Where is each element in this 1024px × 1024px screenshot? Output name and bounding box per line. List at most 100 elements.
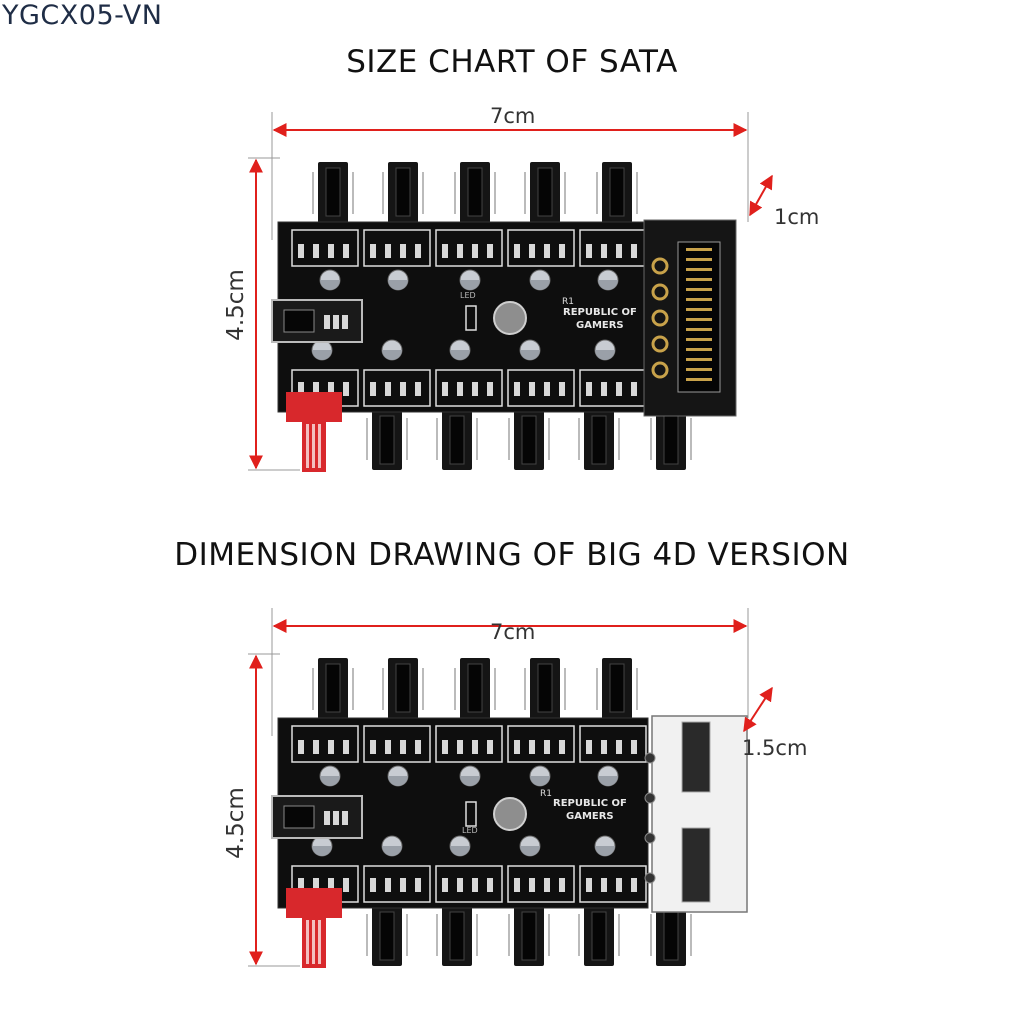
height-label-4d: 4.5cm: [222, 787, 249, 859]
header-outline: [291, 229, 359, 267]
header-pin: [457, 878, 463, 892]
sata-contact: [686, 338, 712, 341]
header-pin: [415, 382, 421, 396]
via-pad: [651, 257, 669, 275]
header-pin: [601, 740, 607, 754]
sata-contact: [686, 278, 712, 281]
header-pin: [631, 740, 637, 754]
header-pin: [385, 740, 391, 754]
fan-header-slot: [537, 663, 553, 713]
header-pin: [514, 244, 520, 258]
capacitor-shade: [450, 846, 470, 856]
header-pin: [529, 878, 535, 892]
header-outline: [579, 865, 647, 903]
sata-contact: [686, 298, 712, 301]
fan-header-slot: [537, 167, 553, 217]
header-pin: [529, 740, 535, 754]
depth-arrow-sata: [749, 174, 773, 217]
header-pin: [333, 315, 339, 329]
silkscreen-led-4d: LED: [462, 826, 478, 835]
header-pin: [544, 878, 550, 892]
header-pin: [616, 382, 622, 396]
header-pin: [370, 740, 376, 754]
via-pad: [644, 792, 656, 804]
header-pin: [328, 382, 334, 396]
header-pin: [559, 382, 565, 396]
header-pin: [529, 382, 535, 396]
fan-header-slot: [591, 415, 607, 465]
header-pin: [487, 878, 493, 892]
fan-header-slot: [395, 663, 411, 713]
header-outline: [507, 369, 575, 407]
sata-contact: [686, 358, 712, 361]
silkscreen-brand1-sata: REPUBLIC OF: [563, 307, 637, 318]
header-outline: [507, 725, 575, 763]
header-outline: [363, 865, 431, 903]
fan-header-slot: [609, 663, 625, 713]
sata-contact: [686, 368, 712, 371]
header-pin: [370, 382, 376, 396]
header-pin: [487, 244, 493, 258]
header-pin: [529, 244, 535, 258]
fan-header-slot: [325, 663, 341, 713]
header-outline: [363, 725, 431, 763]
capacitor-shade: [312, 350, 332, 360]
silkscreen-r1-sata: R1: [562, 297, 574, 307]
diagram-title-sata: SIZE CHART OF SATA: [346, 44, 678, 80]
header-pin: [442, 740, 448, 754]
led-pad-4d: [493, 797, 527, 831]
header-pin: [385, 244, 391, 258]
header-pin: [328, 740, 334, 754]
header-pin: [343, 382, 349, 396]
red-connector-pin: [318, 424, 321, 468]
fan-header-slot: [467, 663, 483, 713]
capacitor-shade: [460, 280, 480, 290]
fan-header-slot: [449, 911, 465, 961]
diagram-title-4d: DIMENSION DRAWING OF BIG 4D VERSION: [174, 537, 850, 573]
header-pin: [313, 244, 319, 258]
capacitor-shade: [595, 846, 615, 856]
header-pin: [313, 878, 319, 892]
header-pin: [586, 740, 592, 754]
header-pin: [343, 244, 349, 258]
header-pin: [313, 740, 319, 754]
led-pad-sata: [493, 301, 527, 335]
red-connector-sata: [286, 392, 342, 422]
header-pin: [559, 244, 565, 258]
led-marker: [465, 305, 477, 331]
capacitor-shade: [382, 350, 402, 360]
header-pin: [616, 244, 622, 258]
header-pin: [442, 878, 448, 892]
header-pin: [514, 382, 520, 396]
header-pin: [400, 382, 406, 396]
header-pin: [342, 811, 348, 825]
header-pin: [559, 740, 565, 754]
capacitor-shade: [312, 846, 332, 856]
header-pin: [328, 878, 334, 892]
header-pin: [514, 740, 520, 754]
header-pin: [298, 382, 304, 396]
input-header-slot: [283, 309, 315, 333]
capacitor-shade: [388, 280, 408, 290]
fan-header-slot: [379, 415, 395, 465]
header-pin: [342, 315, 348, 329]
watermark-text: YGCX05-VN: [2, 0, 163, 31]
header-outline: [291, 725, 359, 763]
header-pin: [601, 244, 607, 258]
fan-header-slot: [379, 911, 395, 961]
via-pad: [644, 872, 656, 884]
header-outline: [507, 229, 575, 267]
header-pin: [586, 878, 592, 892]
header-pin: [385, 382, 391, 396]
header-pin: [298, 244, 304, 258]
capacitor-shade: [520, 846, 540, 856]
header-pin: [601, 878, 607, 892]
fan-header-slot: [521, 415, 537, 465]
header-pin: [343, 740, 349, 754]
header-outline: [579, 725, 647, 763]
header-pin: [333, 811, 339, 825]
red-connector-pin: [318, 920, 321, 964]
header-pin: [544, 740, 550, 754]
via-pad: [644, 832, 656, 844]
